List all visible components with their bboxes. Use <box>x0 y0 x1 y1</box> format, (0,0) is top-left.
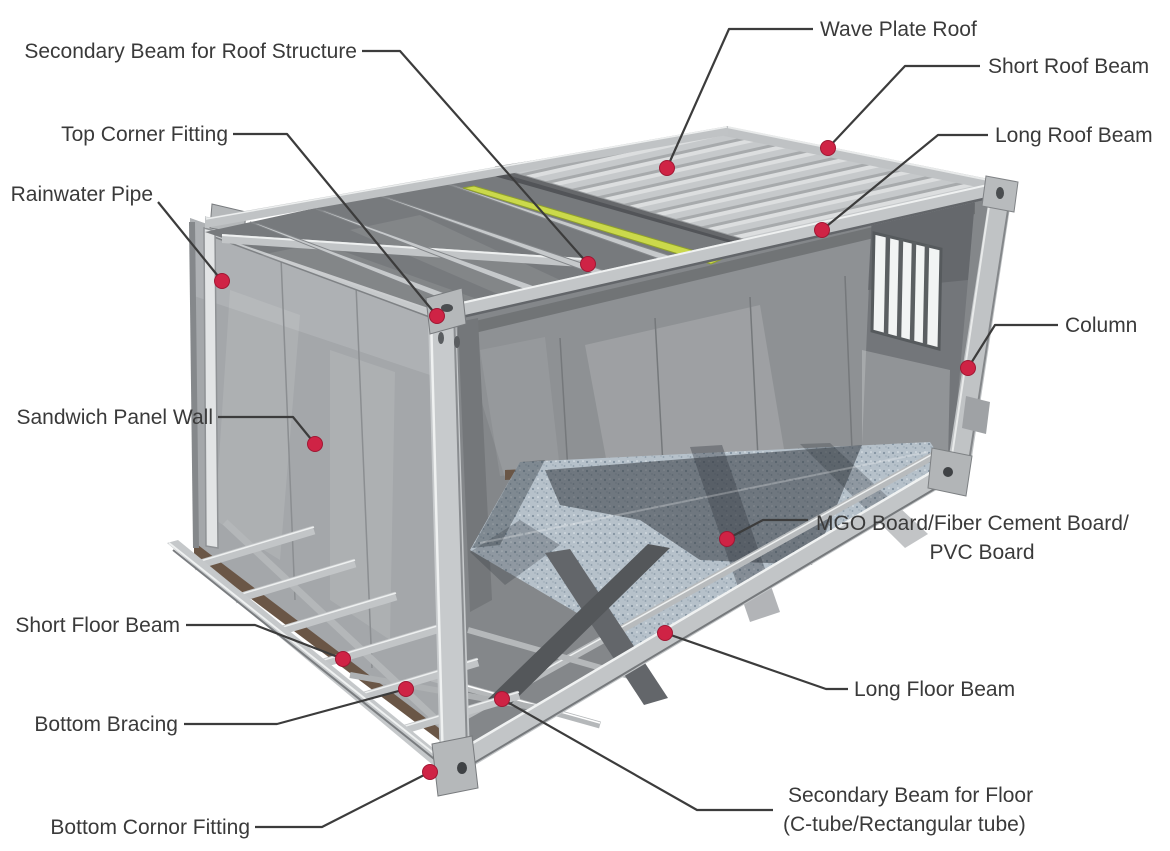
window-bar <box>883 235 891 336</box>
callout-labels: Secondary Beam for Roof Structure Wave P… <box>11 18 1153 839</box>
window-bar <box>896 238 904 339</box>
leader-bottom-bracing <box>184 687 407 726</box>
ladder-inner-rail <box>222 519 461 743</box>
callout-dots <box>214 140 976 780</box>
fitting-hole <box>943 467 953 477</box>
dot-sandwich-panel-wall <box>307 436 323 452</box>
dot-bottom-bracing <box>398 681 414 697</box>
roof-back-right-beam <box>724 126 1004 192</box>
leader-mgo-board <box>726 518 808 540</box>
wall-left-edge <box>189 221 199 549</box>
dot-long-floor-beam <box>657 625 673 641</box>
window-bar <box>909 241 917 342</box>
dot-short-roof-beam <box>820 140 836 156</box>
label-short-roof-beam: Short Roof Beam <box>988 55 1149 78</box>
label-secondary-beam-roof-structure: Secondary Beam for Roof Structure <box>24 40 357 63</box>
leader-rainwater-pipe <box>157 201 223 282</box>
leader-top-corner-fitting <box>233 132 438 317</box>
dot-top-corner-fitting <box>429 308 445 324</box>
bottom-brace <box>488 544 670 705</box>
right-column <box>927 175 1019 497</box>
dot-column <box>960 360 976 376</box>
label-column: Column <box>1065 314 1137 337</box>
dot-mgo-board <box>719 531 735 547</box>
window-light-streak <box>862 350 950 462</box>
window <box>870 231 943 351</box>
floor-joint-band <box>472 460 545 548</box>
leader-sandwich-panel-wall <box>218 415 316 445</box>
dot-rainwater-pipe <box>214 273 230 289</box>
container-structure-illustration <box>167 126 1019 797</box>
rainwater-pipe <box>203 227 219 549</box>
leader-secondary-beam-floor <box>501 698 773 812</box>
label-mgo-board-line2: PVC Board <box>929 541 1034 564</box>
label-secondary-beam-floor-line1: Secondary Beam for Floor <box>788 784 1033 807</box>
floor-joint-band <box>470 520 560 585</box>
leader-short-roof-beam <box>827 64 980 149</box>
fitting-hole <box>996 187 1004 199</box>
leader-lines <box>157 27 1058 829</box>
leader-bottom-cornor-fitting <box>255 771 431 829</box>
dot-wave-plate-roof <box>659 160 675 176</box>
label-long-floor-beam: Long Floor Beam <box>854 678 1015 701</box>
front-corner-post <box>425 287 479 797</box>
label-bottom-bracing: Bottom Bracing <box>34 713 178 736</box>
leader-short-floor-beam <box>186 623 344 661</box>
label-secondary-beam-floor-line2: (C-tube/Rectangular tube) <box>783 813 1026 836</box>
label-rainwater-pipe: Rainwater Pipe <box>11 183 153 206</box>
dot-short-floor-beam <box>335 651 351 667</box>
leader-long-floor-beam <box>664 631 848 691</box>
fitting-hole <box>457 762 467 774</box>
dot-long-roof-beam <box>814 222 830 238</box>
dot-bottom-cornor-fitting <box>422 764 438 780</box>
fitting-hole <box>438 332 444 344</box>
plate-edge-shadow <box>480 166 772 249</box>
long-roof-beam <box>443 181 1002 323</box>
leader-long-roof-beam <box>821 133 988 231</box>
interior-right-wall <box>862 200 975 462</box>
window-bar <box>922 244 930 345</box>
label-top-corner-fitting: Top Corner Fitting <box>61 123 228 146</box>
label-sandwich-panel-wall: Sandwich Panel Wall <box>17 406 214 429</box>
dot-secondary-beam-floor <box>494 691 510 707</box>
bottom-corner-fitting <box>431 735 479 797</box>
fitting-hole <box>441 304 453 312</box>
dot-secondary-beam-roof-structure <box>580 256 596 272</box>
leader-wave-plate-roof <box>665 27 813 169</box>
roof-mid-purlin <box>222 234 582 267</box>
panel-seam <box>280 257 296 601</box>
column-fin <box>962 396 990 434</box>
label-long-roof-beam: Long Roof Beam <box>995 124 1153 147</box>
fitting-hole <box>454 336 460 348</box>
leader-column <box>967 323 1058 369</box>
label-short-floor-beam: Short Floor Beam <box>15 614 180 637</box>
label-mgo-board-line1: MGO Board/Fiber Cement Board/ <box>816 512 1129 535</box>
leader-secondary-beam-roof-structure <box>362 49 589 265</box>
ceiling-shadow <box>458 203 975 337</box>
roof-back-left-beam <box>205 126 728 228</box>
label-bottom-cornor-fitting: Bottom Cornor Fitting <box>50 816 250 839</box>
label-wave-plate-roof: Wave Plate Roof <box>820 18 977 41</box>
left-wall-sandwich-panel <box>189 203 455 752</box>
